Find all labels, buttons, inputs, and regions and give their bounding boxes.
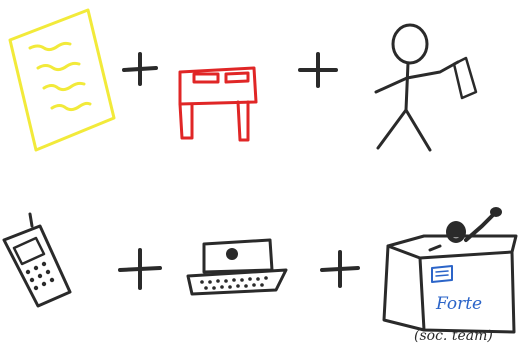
person-at-desk-icon: Forte (soc. team) bbox=[384, 207, 516, 344]
document-icon bbox=[10, 10, 114, 150]
stick-figure-with-paper-icon bbox=[376, 25, 476, 150]
mobile-phone-icon bbox=[4, 214, 70, 306]
desk-sublabel: (soc. team) bbox=[414, 328, 493, 344]
desk-label: Forte bbox=[435, 294, 482, 314]
desk-icon bbox=[180, 68, 256, 140]
plus-sign bbox=[124, 54, 156, 84]
plus-sign bbox=[300, 54, 336, 86]
plus-sign bbox=[120, 250, 160, 288]
plus-sign bbox=[322, 252, 358, 286]
laptop-icon bbox=[188, 240, 286, 294]
